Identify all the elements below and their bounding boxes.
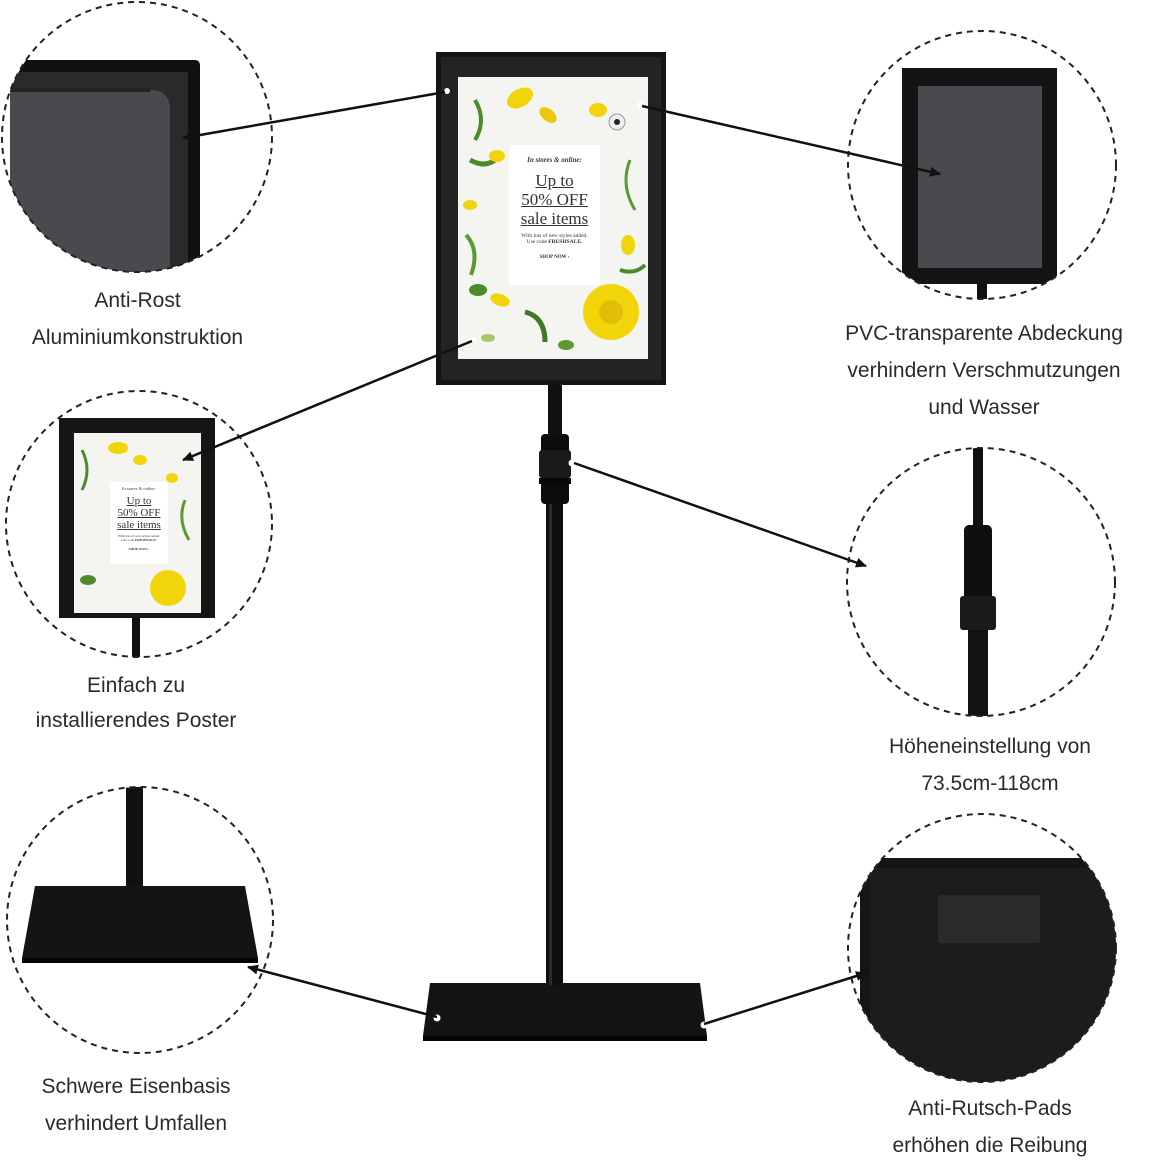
label-poster-install: Einfach zu installierendes Poster [35,674,237,732]
poster-flowers [463,87,647,350]
poster-code: Use code FRESHSALE. [526,239,583,245]
arrow-poster-install [182,339,473,462]
label-anti-slip: Anti-Rutsch-Pads erhöhen die Reibung [892,1097,1088,1157]
pole-joint-zoom-icon [846,447,1116,717]
arrow-height-adjust [573,461,867,568]
cover-zoom-icon [847,30,1117,300]
arrow-frame-material [182,90,446,142]
arrow-anti-slip [703,971,867,1026]
poster-subline: With lots of new styles added. [521,233,588,239]
poster-headline-3: sale items [520,209,589,228]
label-frame-material: Anti-Rost Aluminiumkonstruktion [31,289,244,349]
poster-intro: In stores & online: [527,156,582,164]
callout-arrows [182,90,941,1026]
base-zoom-icon [6,786,274,1054]
arrow-pvc-cover [641,104,941,177]
label-pvc-cover: PVC-transparente Abdeckung verhindern Ve… [845,322,1123,419]
arrow-iron-base [247,964,438,1019]
poster-zoom-icon [5,390,273,658]
poster-headline-1: Up to [535,171,574,190]
poster-panel [509,145,600,285]
poster-headline-2: 50% OFF [521,190,588,209]
pad-zoom-icon [847,813,1117,1083]
poster-cta: SHOP NOW › [539,255,570,260]
poster-text-block: In stores & online: Up to 50% OFF sale i… [509,156,600,260]
label-height-adjust: Höheneinstellung von 73.5cm-118cm [889,735,1091,795]
poster-zoom-text: In stores & online: Up to 50% OFF sale i… [117,486,161,551]
label-iron-base: Schwere Eisenbasis verhindert Umfallen [41,1075,231,1135]
frame-corner-zoom-icon [1,1,273,273]
